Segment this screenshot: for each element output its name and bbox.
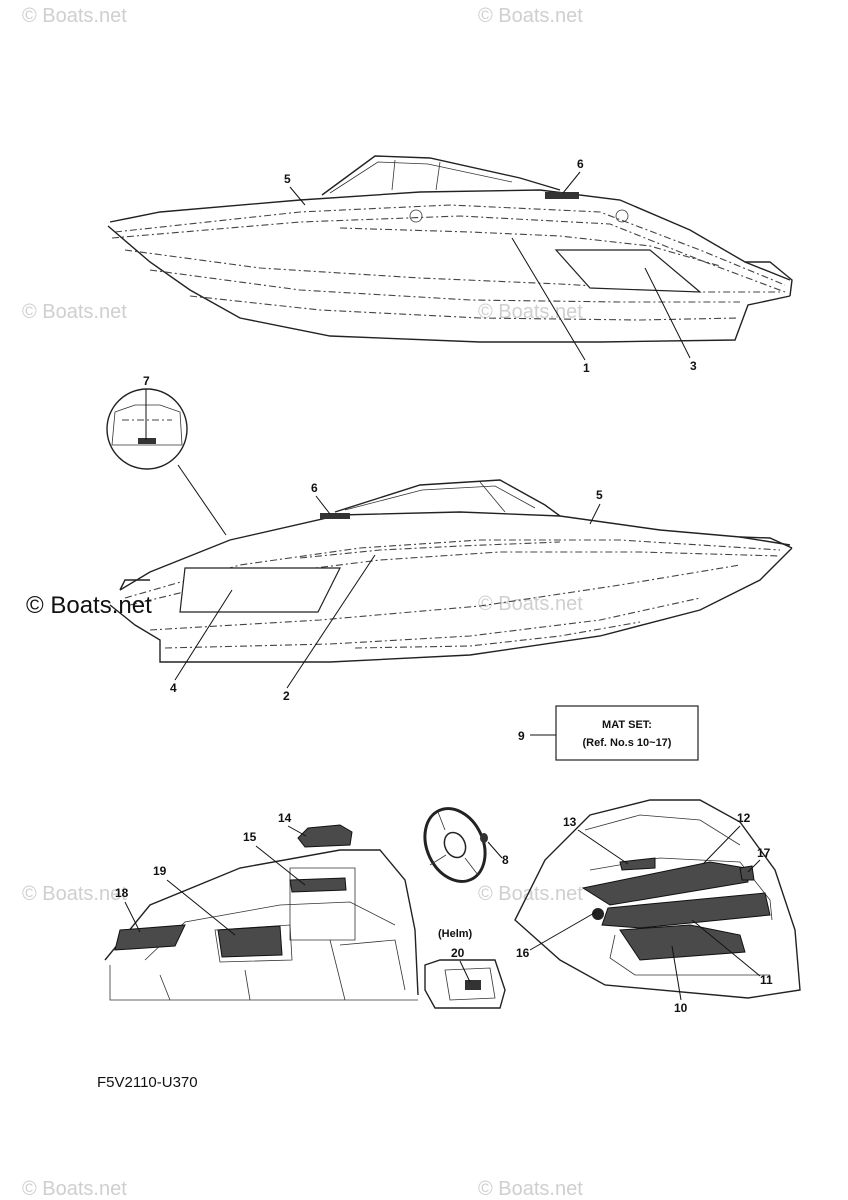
watermark-text: © Boats.net bbox=[22, 883, 127, 905]
callout-18: 18 bbox=[115, 886, 129, 900]
helm-label: (Helm) bbox=[438, 928, 473, 940]
watermark-text: © Boats.net bbox=[22, 301, 127, 323]
diagram-code: F5V2110-U370 bbox=[97, 1074, 198, 1091]
mat-set-title: MAT SET: bbox=[602, 719, 652, 731]
callout-17: 17 bbox=[757, 846, 771, 860]
rear-deck-callouts: 13 12 17 16 11 10 bbox=[516, 811, 773, 1015]
steering-wheel-illustration: 8 bbox=[423, 807, 509, 883]
rear-deck-illustration bbox=[514, 799, 801, 999]
callout-16: 16 bbox=[516, 946, 530, 960]
callout-14: 14 bbox=[278, 811, 292, 825]
callout-8: 8 bbox=[502, 853, 509, 867]
watermark-text: © Boats.net bbox=[22, 1178, 127, 1200]
boat-top-callouts: 5 6 1 3 bbox=[284, 157, 697, 375]
watermark-text: © Boats.net bbox=[478, 883, 583, 905]
callout-19: 19 bbox=[153, 864, 167, 878]
watermark-prominent: © Boats.net bbox=[26, 592, 152, 619]
callout-4: 4 bbox=[170, 681, 177, 695]
callout-12: 12 bbox=[737, 811, 751, 825]
callout-11: 11 bbox=[760, 973, 773, 987]
callout-5: 5 bbox=[284, 172, 291, 186]
watermark-text: © Boats.net bbox=[478, 1178, 583, 1200]
callout-9: 9 bbox=[518, 729, 525, 743]
callout-3: 3 bbox=[690, 359, 697, 373]
transom-detail-inset: 7 bbox=[106, 374, 227, 536]
cockpit-interior-illustration bbox=[104, 824, 419, 1001]
callout-1: 1 bbox=[583, 361, 590, 375]
helm-illustration: (Helm) 20 bbox=[424, 928, 506, 1009]
callout-20: 20 bbox=[451, 946, 465, 960]
mat-set-box: MAT SET: (Ref. No.s 10~17) 9 bbox=[518, 705, 699, 761]
callout-10: 10 bbox=[674, 1001, 688, 1015]
boat-middle-callouts: 6 5 4 2 bbox=[170, 481, 603, 703]
watermark-text: © Boats.net bbox=[478, 593, 583, 615]
callout-2: 2 bbox=[283, 689, 290, 703]
callout-7: 7 bbox=[143, 374, 150, 388]
watermark-text: © Boats.net bbox=[478, 5, 583, 27]
watermarks: © Boats.net © Boats.net © Boats.net © Bo… bbox=[22, 5, 583, 1200]
callout-13: 13 bbox=[563, 815, 577, 829]
boat-middle-illustration bbox=[109, 479, 793, 663]
callout-15: 15 bbox=[243, 830, 257, 844]
callout-6: 6 bbox=[577, 157, 584, 171]
callout-6: 6 bbox=[311, 481, 318, 495]
watermark-text: © Boats.net bbox=[478, 301, 583, 323]
callout-5: 5 bbox=[596, 488, 603, 502]
cockpit-interior-callouts: 14 15 19 18 bbox=[115, 811, 307, 936]
boat-top-illustration bbox=[107, 155, 793, 343]
watermark-text: © Boats.net bbox=[22, 5, 127, 27]
mat-set-ref: (Ref. No.s 10~17) bbox=[583, 737, 672, 749]
